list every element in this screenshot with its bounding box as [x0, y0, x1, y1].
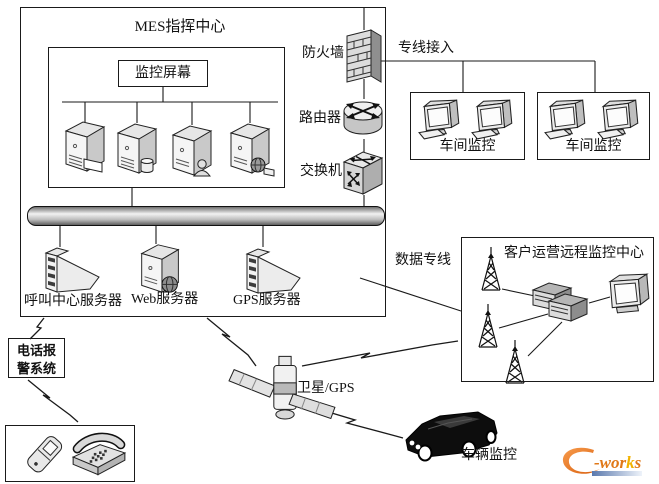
eworks-underline [592, 471, 642, 476]
monitor-screen-label: 监控屏幕 [135, 66, 191, 81]
switch-icon [342, 151, 384, 195]
eworks-e-icon [562, 447, 600, 474]
crt-monitor-icon [608, 273, 650, 314]
router-icon [343, 101, 383, 135]
call-center-server-label: 呼叫中心服务器 [24, 294, 122, 309]
car-icon [405, 411, 498, 462]
mes-lan-box [48, 47, 285, 188]
phones-box [5, 425, 135, 482]
workshop-box-2: 车间监控 [537, 92, 650, 160]
satellite-icon [228, 355, 336, 420]
workshop-label: 车间监控 [565, 139, 622, 154]
monitor-screen-box: 监控屏幕 [118, 60, 208, 87]
server-tower-icon [64, 121, 106, 173]
antenna-tower-icon [478, 304, 498, 348]
data-line-label: 数据专线 [395, 253, 451, 268]
server-tower-icon [116, 123, 158, 174]
mes-title: MES指挥中心 [134, 19, 226, 35]
eworks-text: -works [594, 453, 642, 472]
customer-center-title: 客户运营远程监控中心 [504, 246, 644, 261]
mobile-phone-icon [27, 436, 63, 473]
desktop-computer-icon [544, 99, 586, 140]
workshop-label: 车间监控 [439, 139, 496, 154]
lightning-link [301, 340, 459, 367]
ramp-server-icon [44, 247, 100, 293]
server-tower-icon [140, 244, 180, 293]
phone-alarm-box: 电话报 警系统 [8, 338, 65, 378]
desktop-computer-icon [597, 99, 639, 140]
lightning-link [206, 317, 257, 367]
vehicle-label: 车辆监控 [461, 448, 517, 463]
desktop-computer-icon [418, 99, 460, 140]
router-label: 路由器 [299, 111, 341, 126]
workshop-box-1: 车间监控 [410, 92, 525, 160]
lightning-link [314, 407, 404, 439]
web-server-label: Web服务器 [131, 292, 199, 307]
desk-phone-icon [71, 432, 127, 476]
antenna-tower-icon [481, 247, 501, 291]
straight-connectors [59, 8, 611, 357]
backbone-bus [27, 206, 385, 226]
lightning-links [27, 317, 459, 439]
switch-label: 交换机 [300, 164, 342, 179]
server-tower-icon [171, 125, 213, 177]
antenna-tower-icon [505, 340, 525, 384]
desktop-computer-icon [471, 99, 513, 140]
lightning-link [27, 379, 79, 423]
satellite-label: 卫星/GPS [297, 381, 355, 396]
rack-servers-icon [531, 282, 589, 322]
lightning-link [29, 317, 45, 340]
gps-server-label: GPS服务器 [233, 293, 301, 308]
ramp-server-icon [245, 248, 301, 294]
customer-center-box [461, 237, 654, 382]
phone-alarm-line2: 警系统 [16, 360, 56, 376]
phone-alarm-line1: 电话报 [16, 343, 56, 358]
firewall-icon [346, 29, 382, 83]
mes-command-center-box [20, 7, 386, 317]
eworks-logo: -works [562, 447, 642, 476]
firewall-label: 防火墙 [302, 46, 344, 61]
server-tower-icon [229, 123, 275, 177]
dedicated-access-label: 专线接入 [398, 41, 454, 56]
